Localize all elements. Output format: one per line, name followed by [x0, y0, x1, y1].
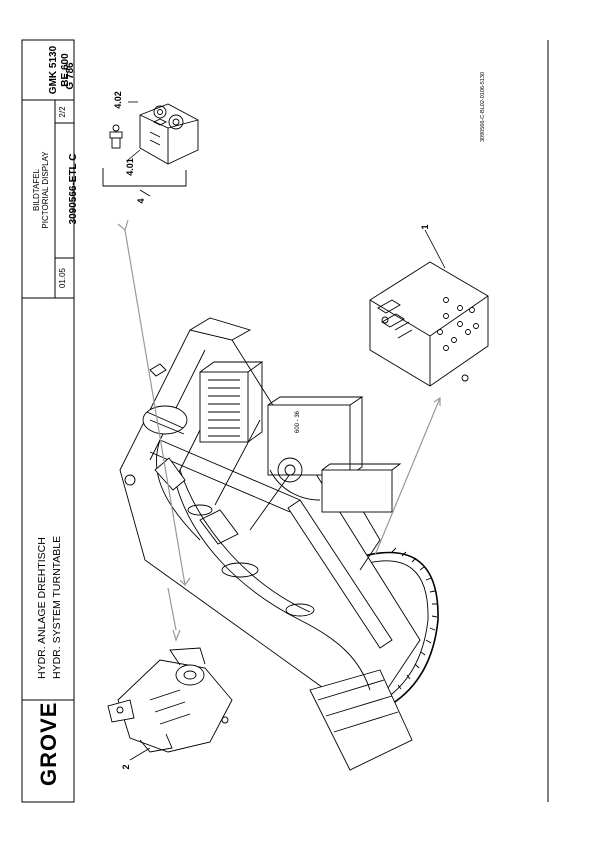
callout-4-01: 4.01	[125, 158, 135, 176]
brand-logo: GROVE	[36, 701, 61, 786]
title-en: HYDR. SYSTEM TURNTABLE	[51, 535, 63, 679]
model-number: GMK 5130	[48, 45, 59, 95]
item-1-control-block	[369, 261, 489, 387]
item-2-hydraulic-pump	[107, 647, 233, 753]
drawing-number: 3090566-ETL C	[68, 153, 79, 225]
file-reference: 3090566-C-BL02-0106-5130	[480, 71, 486, 143]
title-de: HYDR. ANLAGE DREHTISCH	[36, 537, 48, 679]
item-4-valve-block	[102, 103, 199, 187]
callout-1: 1	[420, 224, 430, 230]
code-number: G 786	[65, 62, 76, 90]
callout-4-02: 4.02	[113, 91, 123, 109]
callout-lines	[127, 101, 446, 761]
page-number: 600 - 36	[295, 410, 301, 434]
date: 01.05	[58, 267, 67, 289]
display-en: PICTORIAL DISPLAY	[41, 151, 50, 229]
callout-2: 2	[121, 764, 131, 770]
callout-leaders	[117, 219, 441, 642]
turntable-assembly	[119, 317, 439, 771]
callout-4: 4	[136, 198, 146, 204]
